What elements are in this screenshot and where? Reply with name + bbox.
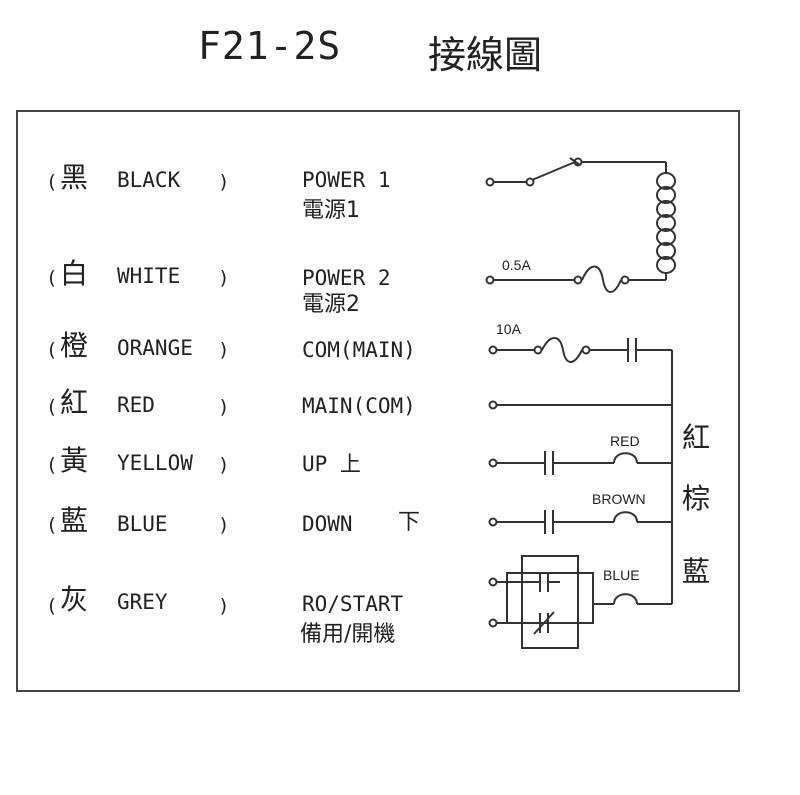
terminal <box>620 275 630 285</box>
fuse-10a <box>488 337 672 363</box>
paren-close: ) <box>218 267 230 289</box>
paren-open: ( <box>46 339 58 361</box>
paren-open: ( <box>46 396 58 418</box>
terminal <box>573 275 583 285</box>
paren-open: ( <box>46 454 58 476</box>
terminal <box>581 345 591 355</box>
function-label: DOWN <box>302 512 353 536</box>
paren-close: ) <box>218 171 230 193</box>
terminal <box>488 618 498 628</box>
coil-label: RED <box>610 433 640 449</box>
coil-label: BLUE <box>603 567 640 583</box>
diagram-name: 接線圖 <box>428 33 543 77</box>
paren-close: ) <box>218 396 230 418</box>
terminal <box>525 177 535 187</box>
diagram-title: F21-2S 接線圖 <box>0 22 800 77</box>
function-label: RO/START <box>302 592 404 616</box>
side-label: 紅 <box>682 421 711 454</box>
diagram-frame <box>16 110 740 692</box>
terminal <box>488 517 498 527</box>
wire-color-cn: 紅 <box>60 386 89 419</box>
start-relay <box>488 555 672 649</box>
model-number: F21-2S <box>198 24 342 68</box>
wire-color-label: ORANGE <box>117 336 193 360</box>
wire-color-cn: 白 <box>60 257 89 290</box>
wire-color-label: RED <box>117 393 155 417</box>
function-label: POWER 2 <box>302 266 391 290</box>
function-label-cn: 下 <box>398 510 421 535</box>
terminal <box>533 345 543 355</box>
paren-open: ( <box>46 514 58 536</box>
terminal <box>488 577 498 587</box>
up-relay <box>488 451 672 475</box>
function-label: MAIN(COM) <box>302 394 416 418</box>
wire-color-label: BLACK <box>117 168 181 192</box>
fuse-0-5a <box>485 265 630 293</box>
wire-color-cn: 黃 <box>60 444 89 477</box>
paren-close: ) <box>218 454 230 476</box>
side-label: 藍 <box>682 555 711 588</box>
terminal <box>488 345 498 355</box>
paren-open: ( <box>46 595 58 617</box>
wire-color-label: BLUE <box>117 512 168 536</box>
paren-open: ( <box>46 267 58 289</box>
transformer-coil <box>628 172 676 281</box>
terminal <box>485 177 495 187</box>
wire-color-cn: 橙 <box>60 329 89 362</box>
down-relay <box>488 510 672 534</box>
function-label: POWER 1 <box>302 168 391 192</box>
main-line <box>488 400 672 410</box>
wire-color-label: GREY <box>117 590 168 614</box>
wire-color-label: WHITE <box>117 264 181 288</box>
paren-close: ) <box>218 514 230 536</box>
function-label-cn: 電源1 <box>302 198 360 223</box>
terminal <box>488 458 498 468</box>
paren-close: ) <box>218 595 230 617</box>
wire-color-label: YELLOW <box>117 451 193 475</box>
paren-close: ) <box>218 339 230 361</box>
function-label-cn: 電源2 <box>302 292 360 317</box>
wire-color-cn: 灰 <box>60 583 89 616</box>
function-label: COM(MAIN) <box>302 338 416 362</box>
side-label: 棕 <box>682 482 711 515</box>
function-label: UP 上 <box>302 452 361 476</box>
fuse-label: 10A <box>496 321 521 337</box>
terminal <box>485 275 495 285</box>
function-label-cn: 備用/開機 <box>300 622 396 647</box>
wire-color-cn: 黑 <box>60 161 89 194</box>
fuse-label: 0.5A <box>502 257 531 273</box>
terminal <box>488 400 498 410</box>
power-switch <box>485 157 667 187</box>
paren-open: ( <box>46 171 58 193</box>
wire-color-cn: 藍 <box>60 504 89 537</box>
coil-label: BROWN <box>592 491 646 507</box>
